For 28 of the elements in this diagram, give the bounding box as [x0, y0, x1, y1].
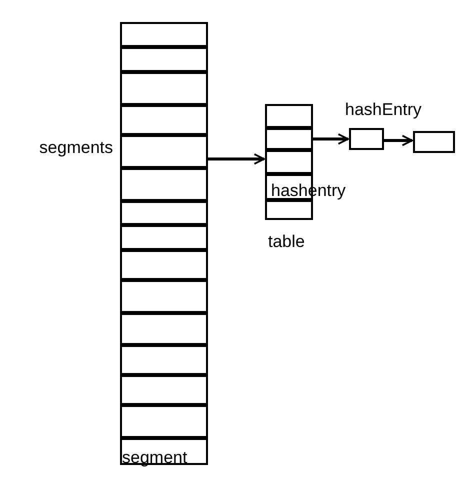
array-cell: [120, 201, 208, 225]
array-cell: [120, 280, 208, 313]
text-label: hashEntry: [345, 99, 422, 121]
array-cell: [120, 168, 208, 201]
array-cell: [120, 375, 208, 405]
array-cell: [265, 104, 313, 128]
array-cell: [120, 22, 208, 47]
arrow: [313, 133, 349, 145]
array-cell: [120, 313, 208, 345]
array-cell: [120, 345, 208, 375]
array-cell: [349, 128, 384, 150]
array-cell: [265, 128, 313, 150]
array-cell: [120, 225, 208, 250]
array-cell: [120, 438, 208, 465]
array-cell: [120, 250, 208, 280]
array-cell: [120, 105, 208, 135]
array-cell: [120, 405, 208, 438]
array-label: segments: [39, 137, 113, 159]
array-cell: [120, 72, 208, 105]
arrow: [208, 153, 265, 165]
array-label: table: [268, 231, 305, 253]
arrow: [384, 134, 413, 146]
array-cell: [413, 131, 455, 153]
array-cell: [120, 47, 208, 72]
array-cell: [120, 135, 208, 168]
array-cell: [265, 200, 313, 220]
cell-label: segment: [122, 449, 188, 466]
array-cell: [265, 150, 313, 174]
